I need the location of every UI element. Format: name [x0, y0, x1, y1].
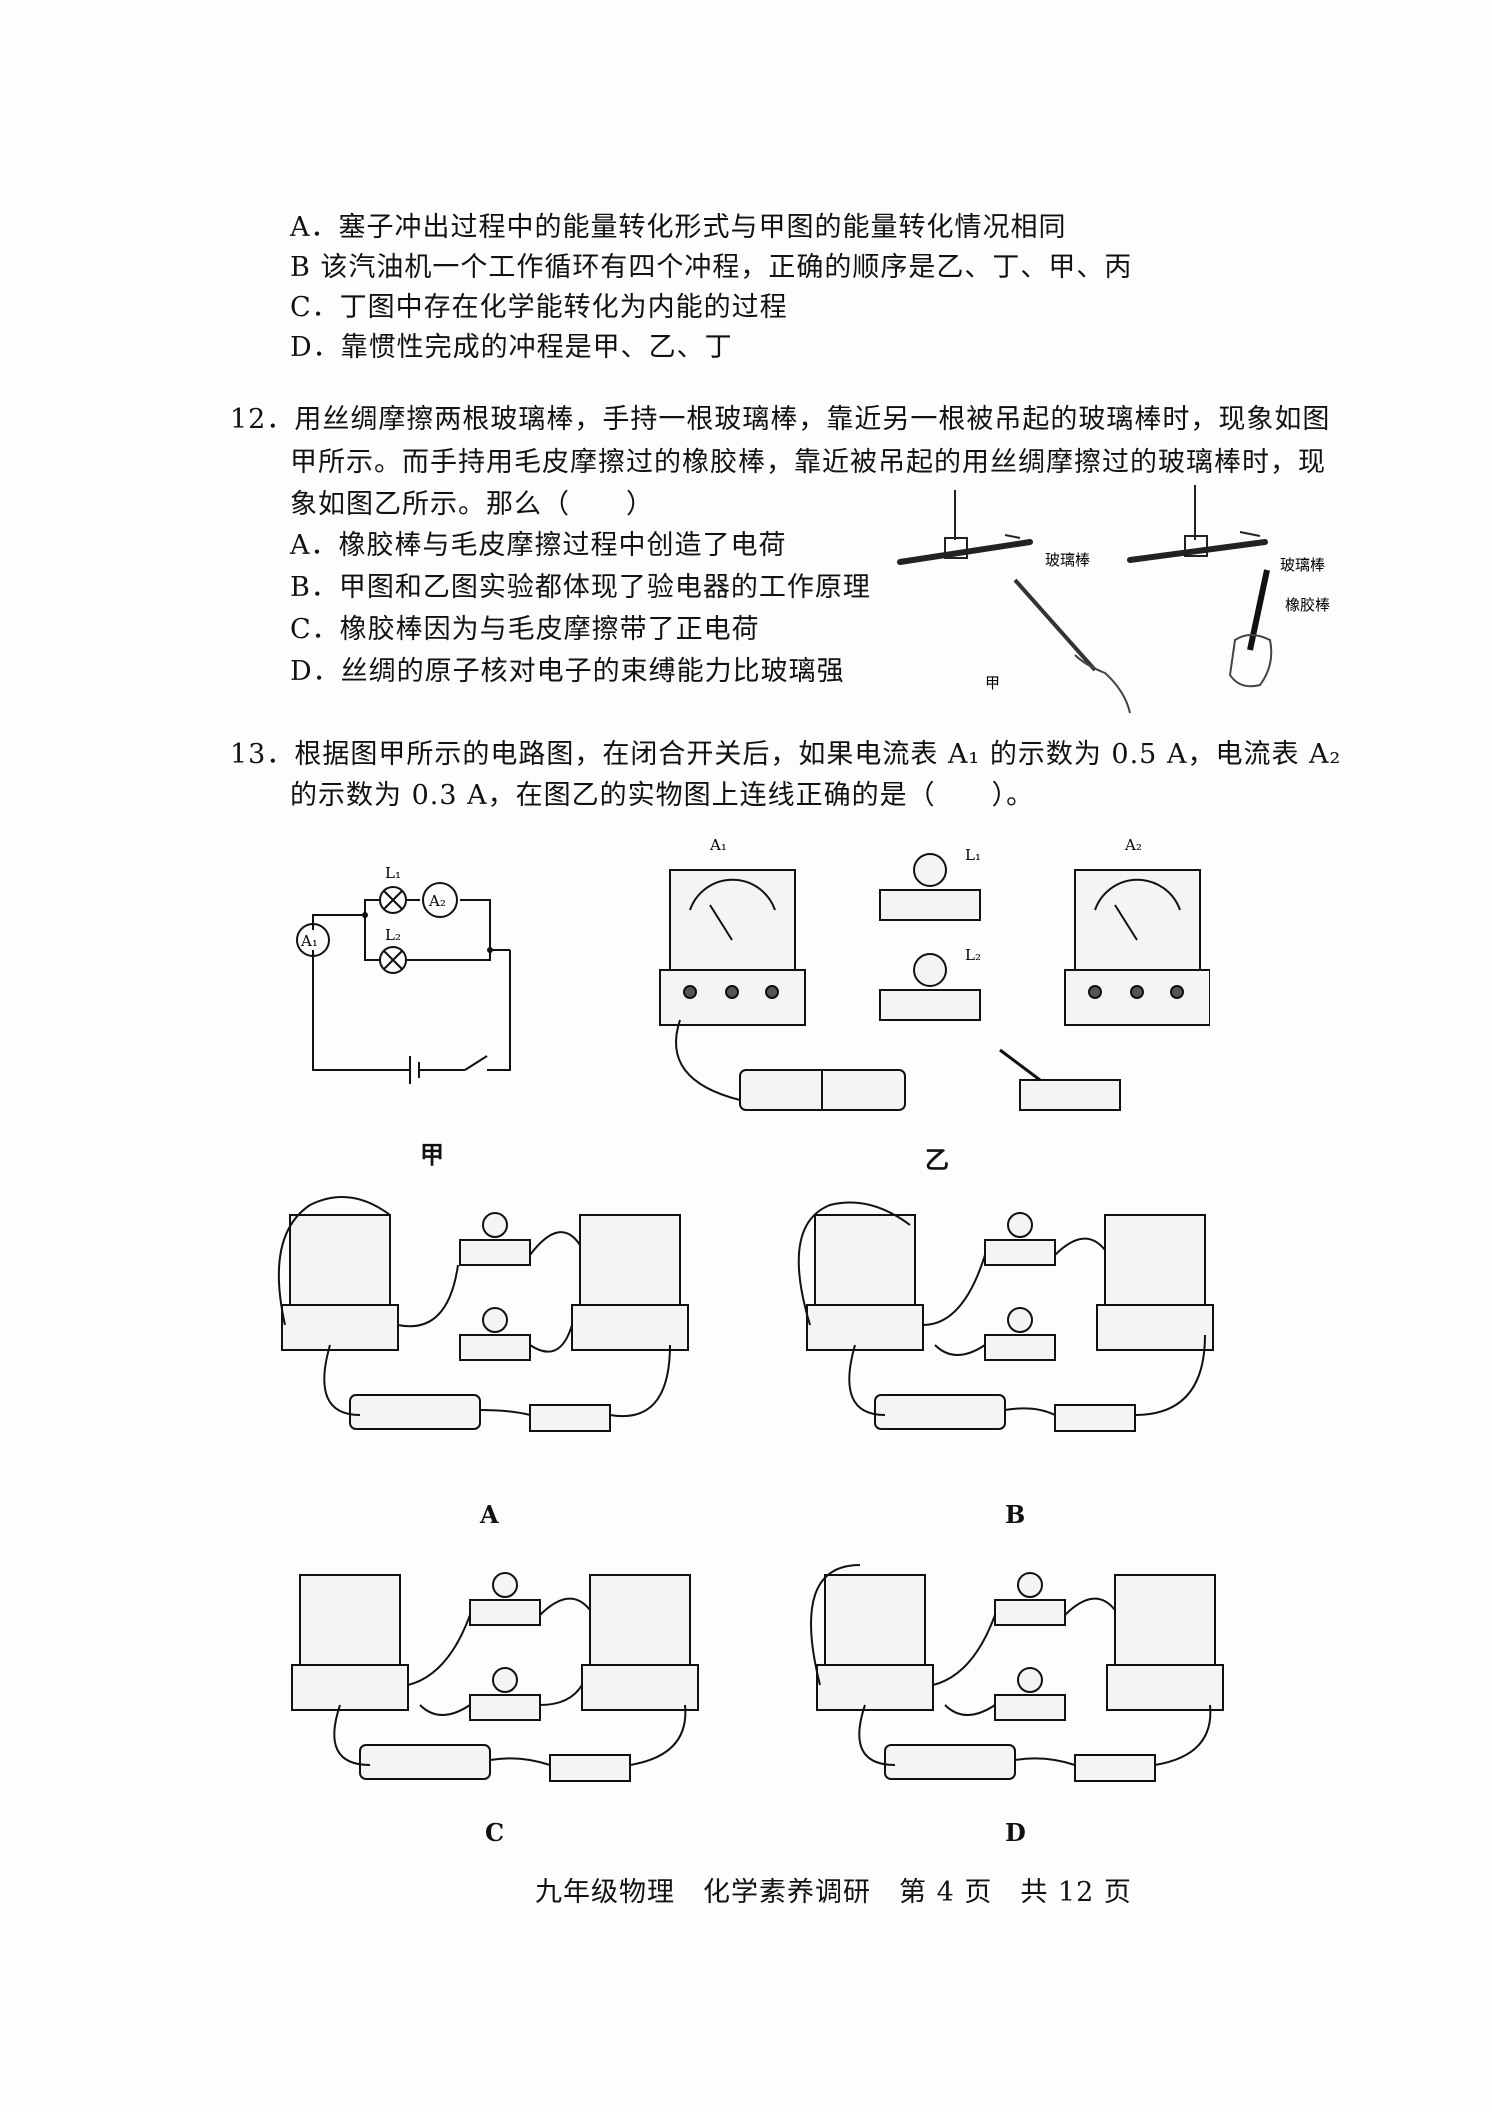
q12-stem-line2: 甲所示。而手持用毛皮摩擦过的橡胶棒，靠近被吊起的用丝绸摩擦过的玻璃棒时，现 [290, 447, 1326, 478]
label-a2-yi: A₂ [1124, 836, 1142, 854]
caption-jia: 甲 [420, 1140, 444, 1169]
q12-stem-line1: 12．用丝绸摩擦两根玻璃棒，手持一根玻璃棒，靠近另一根被吊起的玻璃棒时，现象如图 [230, 404, 1331, 435]
option-c-figure [280, 1555, 710, 1805]
label-rubber-rod: 橡胶棒 [1285, 596, 1330, 614]
q11-option-d: D．靠惯性完成的冲程是甲、乙、丁 [290, 332, 733, 363]
q11-option-b: B 该汽油机一个工作循环有四个冲程，正确的顺序是乙、丁、甲、丙 [290, 252, 1133, 283]
label-a1-yi: A₁ [709, 836, 727, 854]
option-a-figure [270, 1195, 700, 1465]
label-l2: L₂ [385, 926, 401, 944]
q13-stem-line1: 13．根据图甲所示的电路图，在闭合开关后，如果电流表 A₁ 的示数为 0.5 A… [230, 739, 1342, 770]
q12-option-a: A．橡胶棒与毛皮摩擦过程中创造了电荷 [290, 530, 787, 561]
caption-yi: 乙 [925, 1145, 949, 1174]
q11-option-c: C．丁图中存在化学能转化为内能的过程 [290, 292, 788, 323]
q11-option-a: A．塞子冲出过程中的能量转化形式与甲图的能量转化情况相同 [290, 212, 1067, 243]
q12-option-d: D．丝绸的原子核对电子的束缚能力比玻璃强 [290, 656, 845, 687]
page-footer: 九年级物理 化学素养调研 第 4 页 共 12 页 [535, 1877, 1132, 1908]
label-a1: A₁ [300, 932, 318, 950]
label-glass-rod-yi: 玻璃棒 [1280, 556, 1325, 574]
label-a2: A₂ [428, 892, 446, 910]
option-d-figure [805, 1555, 1235, 1805]
q12-figure: 玻璃棒 甲 玻璃棒 橡胶棒 [895, 480, 1365, 720]
label-jia: 甲 [985, 674, 1000, 692]
q12-option-c: C．橡胶棒因为与毛皮摩擦带了正电荷 [290, 614, 760, 645]
q12-option-b: B．甲图和乙图实验都体现了验电器的工作原理 [290, 572, 871, 603]
caption-option-b: B [1005, 1500, 1026, 1529]
label-l1: L₁ [385, 864, 401, 882]
circuit-diagram-jia: L₁ L₂ A₂ A₁ [295, 860, 525, 1090]
label-l1-yi: L₁ [965, 846, 981, 864]
caption-option-d: D [1005, 1818, 1026, 1847]
apparatus-diagram-yi: A₁ A₂ L₁ L₂ [650, 830, 1210, 1140]
q12-stem-line3: 象如图乙所示。那么（ ） [290, 489, 654, 520]
caption-option-c: C [485, 1818, 505, 1847]
q13-stem-line2: 的示数为 0.3 A，在图乙的实物图上连线正确的是（ ）。 [290, 780, 1035, 811]
label-l2-yi: L₂ [965, 946, 981, 964]
caption-option-a: A [480, 1500, 499, 1529]
label-glass-rod-jia: 玻璃棒 [1045, 551, 1090, 569]
option-b-figure [795, 1195, 1225, 1465]
